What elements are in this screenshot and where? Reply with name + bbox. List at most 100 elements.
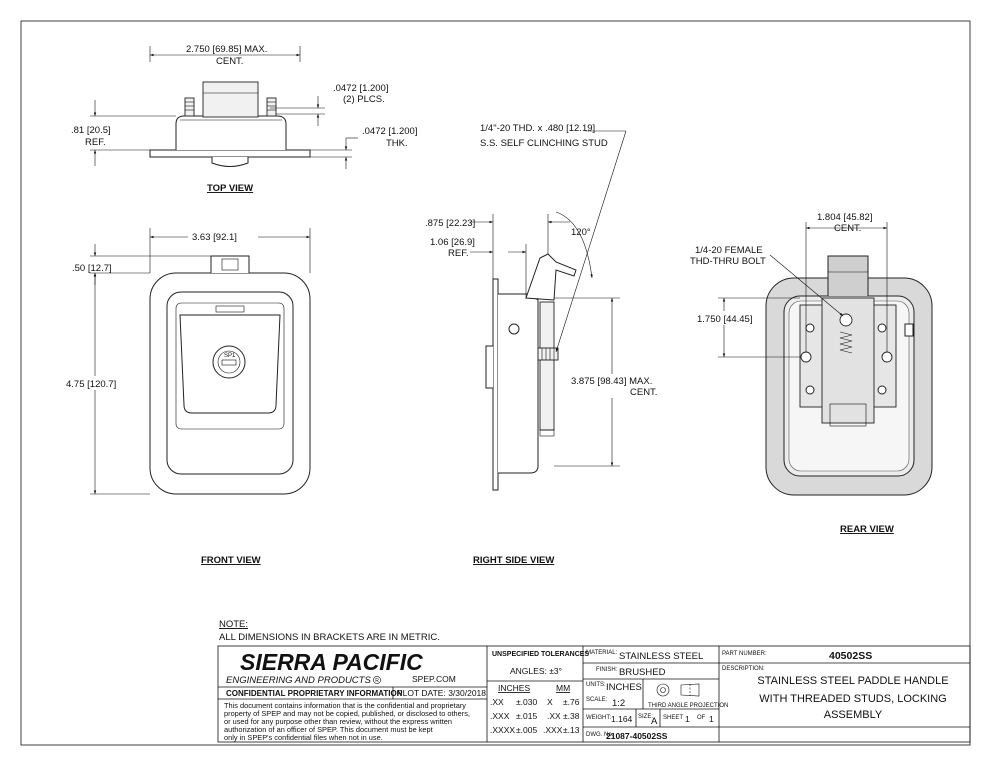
tol-in-1: .XXX	[490, 711, 510, 721]
plot-date: 3/30/2018	[448, 688, 486, 698]
top-dim-width-note1: MAX.	[244, 44, 267, 55]
company-sub: ENGINEERING AND PRODUCTS	[226, 675, 371, 686]
tol-in-tol-1: ±.015	[516, 711, 537, 721]
top-dim-thk-metric: 1.200	[391, 126, 415, 137]
units-label: UNITS:	[586, 682, 606, 688]
scale-label: SCALE:	[586, 697, 608, 703]
svg-text:4.75 [120.7]: 4.75 [120.7]	[66, 379, 116, 390]
rear-bolt-note1: 1/4-20 FEMALE	[695, 245, 763, 256]
top-dim-stud-note: (2) PLCS.	[343, 94, 385, 105]
tolerance-row: .XXX ±.015 .XX ±.38	[490, 711, 580, 721]
rear-view-top-tab	[827, 255, 869, 296]
top-dim-width-note2: CENT.	[216, 56, 243, 67]
right-dim-angle: 120°	[571, 227, 591, 238]
front-dim-width-metric: 92.1	[216, 232, 235, 243]
right-view-title: RIGHT SIDE VIEW	[473, 555, 554, 566]
tol-mm-tol-2: ±.13	[563, 725, 580, 735]
top-dim-ref-note: REF.	[85, 137, 106, 148]
confidential-line-1: This document contains information that …	[224, 701, 466, 710]
tol-in-tol-0: ±.030	[516, 697, 537, 707]
right-dim-h-metric: 98.43	[600, 376, 624, 387]
right-stud-note2: S.S. SELF CLINCHING STUD	[480, 138, 608, 149]
tol-in-2: .XXXX	[490, 725, 515, 735]
front-view-title: FRONT VIEW	[201, 555, 261, 566]
tolerances-heading: UNSPECIFIED TOLERANCES	[492, 651, 589, 658]
svg-text:3.875 [98.43] MAX.: 3.875 [98.43] MAX.	[571, 376, 652, 387]
right-stud-note1: 1/4"-20 THD. x .480 [12.19]	[480, 123, 595, 134]
title-block: SIERRA PACIFIC ENGINEERING AND PRODUCTS …	[217, 645, 971, 743]
description-line-2: WITH THREADED STUDS, LOCKING	[759, 693, 946, 705]
scale-value: 1:2	[612, 698, 625, 709]
svg-text:.0472 [1.200]: .0472 [1.200]	[362, 126, 417, 137]
top-view-stud-left	[184, 97, 195, 117]
rear-view-stud-right	[881, 351, 893, 363]
size-label: SIZE:	[638, 714, 653, 720]
tol-in-0: .XX	[490, 697, 504, 707]
plot-date-label: PLOT DATE:	[397, 688, 446, 698]
units-value: INCHES	[606, 682, 642, 693]
description-line-1: STAINLESS STEEL PADDLE HANDLE	[757, 675, 948, 687]
sheet-border	[20, 20, 971, 746]
top-view-flange	[149, 149, 311, 158]
right-dim-b-note: REF.	[448, 248, 469, 259]
top-dim-ref-metric: 20.5	[90, 125, 109, 136]
dwg-value: 21087-40502SS	[606, 731, 668, 741]
rear-dim-w: 1.804	[817, 212, 841, 223]
right-dim-a: .875	[425, 218, 444, 229]
confidential-line-2: property of SPEP and may not be copied, …	[224, 709, 470, 718]
top-dim-ref: .81	[71, 125, 84, 136]
right-view-stud	[537, 347, 559, 361]
svg-text:1.06 [26.9]: 1.06 [26.9]	[430, 237, 475, 248]
rear-dim-w-metric: 45.82	[846, 212, 870, 223]
top-dim-thk: .0472	[362, 126, 386, 137]
note-heading: NOTE:	[219, 619, 248, 630]
description-line-3: ASSEMBLY	[824, 709, 883, 721]
part-number: 40502SS	[829, 650, 872, 662]
sheets-value: 1	[709, 714, 714, 724]
registered-mark: R	[375, 678, 379, 684]
top-view-handle-housing	[202, 81, 259, 118]
finish-label: FINISH:	[596, 667, 618, 673]
third-angle-projection-icon	[656, 683, 700, 697]
weight-value: 1.164	[611, 714, 633, 724]
top-view-pan	[175, 115, 287, 150]
rear-bolt-note2: THD-THRU BOLT	[690, 256, 766, 267]
tolerance-row: .XXXX ±.005 .XXX ±.13	[490, 725, 580, 735]
rear-view-title: REAR VIEW	[840, 524, 894, 535]
top-dim-thk-note: THK.	[386, 138, 408, 149]
right-dim-h-note2: CENT.	[630, 387, 657, 398]
front-view: SP1 3.63 [92.1] .50 [12.7] 4.75 [120.7] …	[62, 228, 311, 566]
right-view-lock	[485, 345, 493, 389]
svg-text:PLOT DATE: 3/30/2018: PLOT DATE: 3/30/2018	[397, 688, 486, 698]
material-value: STAINLESS STEEL	[619, 651, 703, 662]
tol-mm-tol-1: ±.38	[563, 711, 580, 721]
company-name: SIERRA PACIFIC	[240, 649, 423, 675]
front-dim-top: .50	[72, 263, 85, 274]
tolerances-angles: ANGLES: ±3°	[510, 666, 562, 676]
front-dim-height-metric: 120.7	[90, 379, 114, 390]
top-view-lock-cylinder	[211, 157, 249, 167]
sheet-label: SHEET	[663, 715, 683, 721]
rear-view: 1.804 [45.82] CENT. 1/4-20 FEMALE THD-TH…	[690, 212, 933, 535]
company-website: SPEP.COM	[412, 674, 456, 684]
tol-mm-tol-0: ±.76	[563, 697, 580, 707]
description-label: DESCRIPTION:	[722, 666, 765, 672]
top-view-title: TOP VIEW	[207, 183, 253, 194]
right-dim-a-metric: 22.23	[449, 218, 473, 229]
confidential-line-3: or used for any purpose other than revie…	[224, 717, 452, 726]
right-dim-b-metric: 26.9	[454, 237, 473, 248]
top-dim-stud: .0472	[333, 83, 357, 94]
svg-text:.875 [22.23]: .875 [22.23]	[425, 218, 475, 229]
tol-in-tol-2: ±.005	[516, 725, 537, 735]
tol-mm-2: .XXX	[543, 725, 563, 735]
projection-label: THIRD ANGLE PROJECTION	[648, 703, 728, 709]
right-dim-h-note1: MAX.	[629, 376, 652, 387]
front-view-top-tab	[210, 255, 250, 273]
top-dim-width-metric: 69.85	[215, 44, 239, 55]
svg-text:1.750 [44.45]: 1.750 [44.45]	[697, 314, 752, 325]
rear-view-bolt	[839, 313, 853, 327]
top-dim-stud-metric: 1.200	[362, 83, 386, 94]
sheet-value: 1	[685, 714, 690, 724]
right-dim-b: 1.06	[430, 237, 449, 248]
